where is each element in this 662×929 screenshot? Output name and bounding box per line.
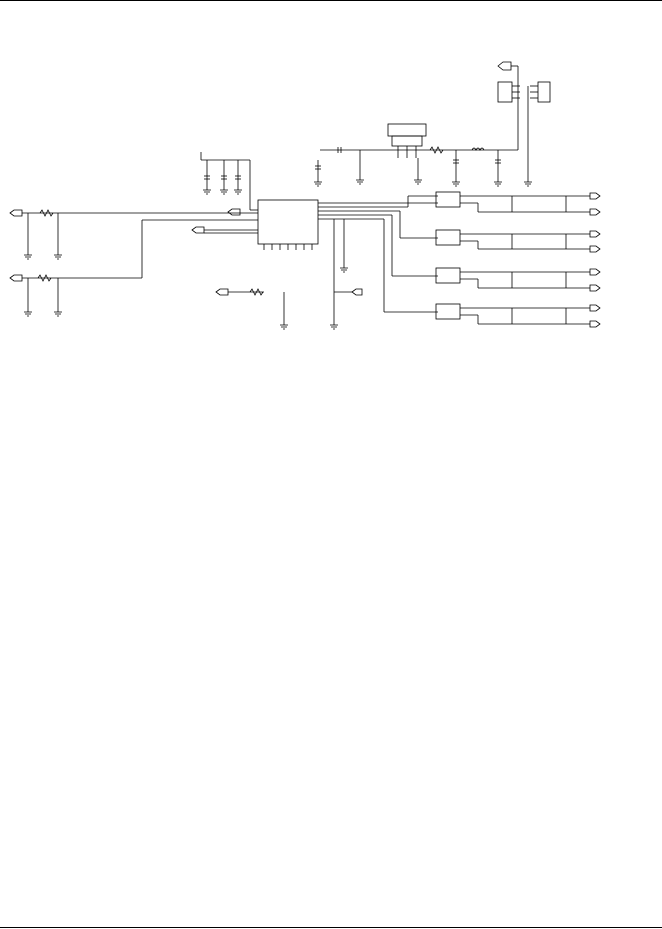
voltage-regulator xyxy=(387,123,427,158)
input-port-4 xyxy=(191,226,205,234)
output-port-2 xyxy=(589,208,601,216)
opamp-3 xyxy=(435,267,461,284)
circuit-schematic xyxy=(9,61,601,330)
output-port-6 xyxy=(589,284,601,292)
input-port-2 xyxy=(9,274,23,282)
output-port-3 xyxy=(589,230,601,238)
connector-j2 xyxy=(530,81,551,103)
output-port-8 xyxy=(589,320,601,328)
output-port-5 xyxy=(589,268,601,276)
connector-j1 xyxy=(497,81,520,103)
opamp-1 xyxy=(435,191,461,208)
top-connector-port xyxy=(497,61,519,102)
top-border-line xyxy=(0,0,662,1)
input-port-5 xyxy=(215,288,229,296)
input-port-3 xyxy=(227,208,241,216)
input-port-1 xyxy=(9,209,23,217)
output-port-4 xyxy=(589,245,601,253)
regulator-resistor xyxy=(429,146,444,154)
ground-symbols xyxy=(24,179,532,330)
opamp-2 xyxy=(435,229,461,246)
feedback-port xyxy=(351,288,363,296)
output-port-1 xyxy=(589,192,601,200)
input-resistor-1 xyxy=(39,209,54,217)
input-resistor-2 xyxy=(37,274,52,282)
opamp-4 xyxy=(435,303,461,320)
inductor xyxy=(471,147,485,151)
main-ic xyxy=(257,199,319,245)
bottom-border-line xyxy=(0,927,662,928)
output-port-7 xyxy=(589,304,601,312)
